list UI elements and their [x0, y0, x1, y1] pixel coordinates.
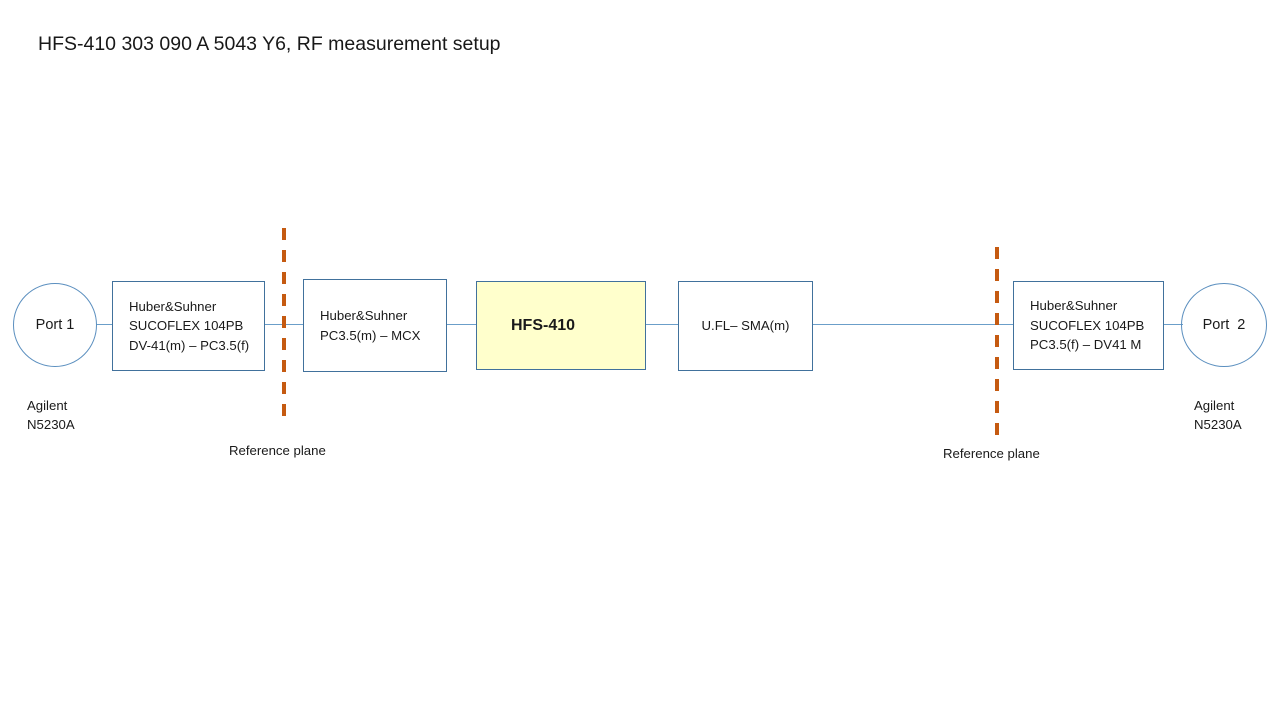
reference-plane-dash [282, 360, 286, 372]
wire-cable-right-to-port2 [1163, 324, 1183, 325]
block-adapter-left-line2: PC3.5(m) – MCX [320, 327, 421, 343]
reference-plane-label-left: Reference plane [229, 443, 326, 458]
reference-plane-dash [282, 338, 286, 350]
port-1-instrument-line1: Agilent [27, 398, 68, 413]
reference-plane-line-left [282, 228, 286, 418]
reference-plane-dash [282, 228, 286, 240]
reference-plane-dash [282, 294, 286, 306]
block-adapter-left-line1: Huber&Suhner [320, 308, 408, 323]
port-1-circle[interactable]: Port 1 [13, 283, 97, 367]
block-cable-left-line2: SUCOFLEX 104PB [129, 318, 244, 334]
reference-plane-dash [282, 272, 286, 284]
page-title: HFS-410 303 090 A 5043 Y6, RF measuremen… [38, 33, 501, 55]
port-1-instrument-line2: N5230A [27, 417, 75, 432]
block-adapter-left[interactable]: Huber&Suhner PC3.5(m) – MCX [303, 279, 447, 372]
block-cable-right-line1: Huber&Suhner [1030, 298, 1118, 314]
block-dut-label: HFS-410 [511, 316, 576, 334]
reference-plane-dash [995, 401, 999, 413]
block-cable-left-line1: Huber&Suhner [129, 298, 217, 314]
block-cable-right[interactable]: Huber&Suhner SUCOFLEX 104PB PC3.5(f) – D… [1013, 281, 1164, 370]
block-adapter-ufl-label: U.FL– SMA(m) [701, 318, 790, 334]
wire-dut-to-ufl [645, 324, 680, 325]
reference-plane-dash [995, 357, 999, 369]
port-2-instrument-line2: N5230A [1194, 417, 1242, 432]
reference-plane-label-right: Reference plane [943, 446, 1040, 461]
wire-ufl-to-cable-right [812, 324, 1015, 325]
port-2-label: Port 2 [1202, 317, 1246, 333]
port-2-circle[interactable]: Port 2 [1181, 283, 1267, 367]
reference-plane-dash [995, 335, 999, 347]
block-adapter-ufl[interactable]: U.FL– SMA(m) [678, 281, 813, 371]
reference-plane-dash [995, 379, 999, 391]
reference-plane-dash [282, 250, 286, 262]
reference-plane-dash [995, 247, 999, 259]
reference-plane-dash [995, 291, 999, 303]
reference-plane-dash [995, 423, 999, 435]
reference-plane-line-right [995, 247, 999, 440]
port-1-instrument: Agilent N5230A [27, 396, 75, 434]
reference-plane-dash [995, 313, 999, 325]
block-cable-right-line2: SUCOFLEX 104PB [1030, 317, 1145, 333]
block-cable-left-line3: DV-41(m) – PC3.5(f) [129, 337, 250, 353]
reference-plane-dash [282, 316, 286, 328]
wire-port1-to-cable-left [96, 324, 114, 325]
reference-plane-dash [282, 382, 286, 394]
block-cable-right-line3: PC3.5(f) – DV41 M [1030, 337, 1142, 353]
wire-adapter-to-dut [446, 324, 478, 325]
port-1-label: Port 1 [35, 317, 75, 333]
reference-plane-dash [282, 404, 286, 416]
reference-plane-dash [995, 269, 999, 281]
port-2-instrument-line1: Agilent [1194, 398, 1235, 413]
port-2-instrument: Agilent N5230A [1194, 396, 1242, 434]
block-cable-left[interactable]: Huber&Suhner SUCOFLEX 104PB DV-41(m) – P… [112, 281, 265, 371]
block-dut-hfs-410[interactable]: HFS-410 [476, 281, 646, 370]
